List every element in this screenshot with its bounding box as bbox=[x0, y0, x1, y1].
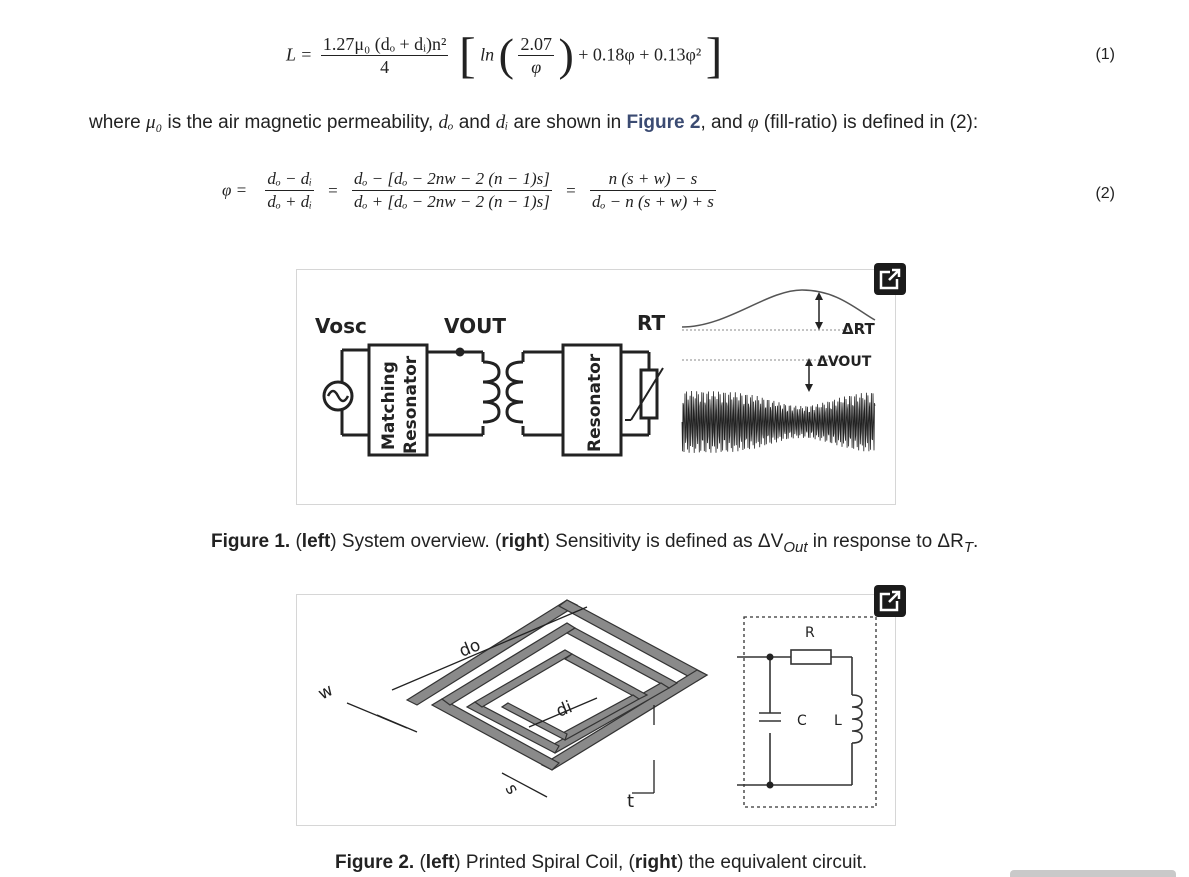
para-text-4: are shown in bbox=[508, 112, 627, 133]
fig2-caption-right: right bbox=[634, 852, 678, 873]
eq2-fraction-3: n (s + w) − s dₒ − n (s + w) + s bbox=[589, 168, 716, 213]
inductor-icon bbox=[851, 694, 863, 744]
label-c: C bbox=[797, 713, 807, 729]
para-mu: μ₀ bbox=[146, 112, 163, 133]
figure-2-caption: Figure 2. (left) Printed Spiral Coil, (r… bbox=[335, 852, 867, 874]
eq1-inner-numerator: 2.07 bbox=[518, 33, 554, 56]
eq1-number: (1) bbox=[1095, 46, 1115, 63]
rt-gaussian-curve bbox=[681, 289, 876, 328]
para-text-3: and bbox=[453, 112, 496, 133]
eq2-f3-den: dₒ − n (s + w) + s bbox=[591, 192, 714, 211]
fig1-caption-p1: ( bbox=[290, 531, 302, 552]
fig2-caption-p1: ( bbox=[414, 852, 426, 873]
eq1-tail: + 0.18φ + 0.13φ² bbox=[578, 44, 702, 65]
label-vosc: Vosc bbox=[315, 314, 367, 338]
expand-icon bbox=[879, 590, 901, 612]
fig1-caption-p2: ) System overview. ( bbox=[330, 531, 502, 552]
eq2-f1-num: dₒ − dᵢ bbox=[265, 168, 314, 191]
label-matching: Matching bbox=[379, 361, 399, 450]
coil-primary-icon bbox=[482, 360, 501, 424]
vout-waveform-path bbox=[681, 390, 876, 453]
eq2-number: (2) bbox=[1095, 185, 1115, 202]
figure-2-diagram: do w di s t R C bbox=[315, 599, 877, 812]
expand-icon bbox=[879, 268, 901, 290]
fig1-caption-p3: ) Sensitivity is defined as ΔV bbox=[543, 531, 784, 552]
figure-1-expand-icon[interactable] bbox=[874, 263, 906, 295]
para-di: dᵢ bbox=[495, 112, 509, 133]
matching-resonator-block bbox=[367, 343, 429, 457]
eq1-numerator: 1.27μ₀ (dₒ + dᵢ)n² bbox=[320, 33, 449, 56]
eq2-f2-num: dₒ − [dₒ − 2nw − 2 (n − 1)s] bbox=[352, 168, 552, 191]
label-di: di bbox=[553, 697, 575, 721]
eq2-f1-den: dₒ + dᵢ bbox=[267, 192, 312, 211]
fig1-caption-left: left bbox=[301, 531, 331, 552]
equation-2: φ = dₒ − dᵢ dₒ + dᵢ = dₒ − [dₒ − 2nw − 2… bbox=[222, 168, 716, 213]
label-delta-vout: ΔVOUT bbox=[817, 354, 872, 370]
para-do: dₒ bbox=[438, 112, 454, 133]
label-resonator-1: Resonator bbox=[401, 355, 421, 454]
eq2-f3-num: n (s + w) − s bbox=[589, 168, 716, 191]
equivalent-circuit bbox=[737, 649, 863, 786]
figure-2-box: do w di s t R C bbox=[296, 594, 896, 826]
eq1-denominator: 4 bbox=[380, 56, 390, 77]
eq1-left-bracket: [ bbox=[458, 27, 476, 83]
fig2-caption-label: Figure 2. bbox=[335, 852, 415, 873]
resonator-block bbox=[561, 343, 623, 457]
equivalent-circuit-frame bbox=[743, 616, 877, 808]
eq1-left-paren: ( bbox=[498, 29, 514, 80]
eq2-fraction-2: dₒ − [dₒ − 2nw − 2 (n − 1)s] dₒ + [dₒ − … bbox=[352, 168, 552, 213]
figure-1-diagram: Vosc VOUT RT Matching Resonator Resonato… bbox=[315, 289, 876, 457]
eq1-right-bracket: ] bbox=[705, 27, 723, 83]
para-text-5: , and bbox=[700, 112, 748, 133]
label-vout: VOUT bbox=[444, 314, 506, 338]
eq2-fraction-1: dₒ − dᵢ dₒ + dᵢ bbox=[265, 168, 314, 213]
eq1-inner-fraction: 2.07 φ bbox=[518, 33, 554, 78]
resistor-icon bbox=[790, 649, 832, 665]
figure-1-caption: Figure 1. (left) System overview. (right… bbox=[211, 531, 978, 556]
fig1-caption-label: Figure 1. bbox=[211, 531, 291, 552]
label-s: s bbox=[501, 781, 523, 799]
label-rt: RT bbox=[637, 311, 666, 335]
eq1-lhs: L = bbox=[286, 44, 313, 65]
figure-1-box: Vosc VOUT RT Matching Resonator Resonato… bbox=[296, 269, 896, 505]
para-text-6: (fill-ratio) is defined in (2): bbox=[758, 112, 979, 133]
fig1-caption-p5: . bbox=[973, 531, 979, 552]
equation-1: L = 1.27μ₀ (dₒ + dᵢ)n² 4 [ ln ( 2.07 φ )… bbox=[286, 30, 722, 86]
coil-secondary-icon bbox=[505, 360, 524, 424]
eq1-fraction: 1.27μ₀ (dₒ + dᵢ)n² 4 bbox=[320, 33, 449, 78]
label-r: R bbox=[805, 625, 815, 641]
label-w: w bbox=[315, 680, 337, 704]
horizontal-scrollbar[interactable] bbox=[1010, 870, 1176, 877]
label-resonator-2: Resonator bbox=[585, 353, 605, 452]
fig2-caption-p2: ) Printed Spiral Coil, ( bbox=[454, 852, 635, 873]
label-delta-rt: ΔRT bbox=[842, 320, 875, 338]
para-phi: φ bbox=[747, 112, 759, 133]
label-l: L bbox=[834, 713, 842, 729]
figure-2-link[interactable]: Figure 2 bbox=[626, 112, 701, 133]
label-t: t bbox=[627, 791, 634, 812]
eq1-inner-denominator: φ bbox=[531, 56, 542, 77]
fig1-caption-right: right bbox=[501, 531, 544, 552]
eq2-equals-2: = bbox=[566, 180, 576, 200]
para-text-1: where bbox=[89, 112, 147, 133]
eq1-right-paren: ) bbox=[558, 29, 574, 80]
eq1-ln: ln bbox=[480, 44, 495, 65]
fig1-caption-sub1: Out bbox=[783, 538, 808, 556]
variable-resistor-icon bbox=[639, 368, 659, 420]
fig1-caption-p4: in response to ΔR bbox=[807, 531, 964, 552]
eq2-lhs: φ = bbox=[222, 180, 248, 200]
spiral-coil bbox=[405, 599, 709, 771]
fig2-caption-left: left bbox=[425, 852, 455, 873]
body-paragraph: where μ₀ is the air magnetic permeabilit… bbox=[89, 112, 978, 134]
vout-waveform bbox=[681, 390, 876, 453]
fig2-caption-p3: ) the equivalent circuit. bbox=[677, 852, 868, 873]
fig1-caption-sub2: T bbox=[963, 538, 973, 556]
eq2-f2-den: dₒ + [dₒ − 2nw − 2 (n − 1)s] bbox=[354, 192, 550, 211]
eq2-equals-1: = bbox=[328, 180, 338, 200]
figure-2-expand-icon[interactable] bbox=[874, 585, 906, 617]
para-text-2: is the air magnetic permeability, bbox=[162, 112, 439, 133]
